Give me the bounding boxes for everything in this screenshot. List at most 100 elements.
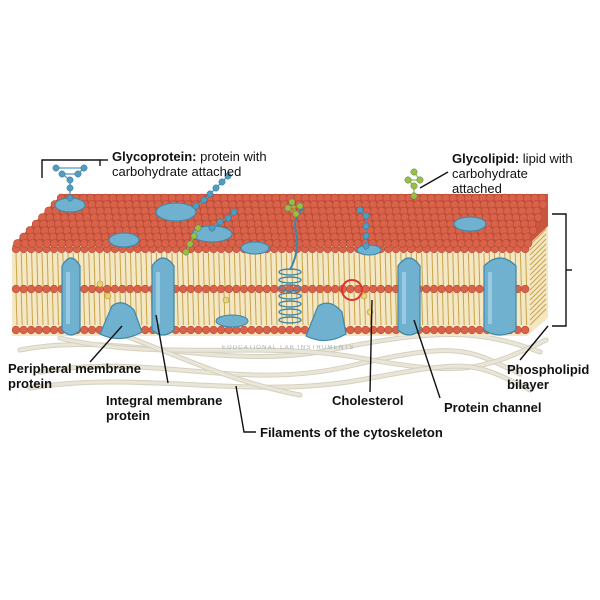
phospholipid-head: [239, 284, 249, 294]
lipid-tail: [93, 252, 96, 288]
phospholipid-head: [110, 284, 119, 294]
surface-head: [79, 239, 89, 248]
surface-head: [449, 239, 459, 248]
surface-head: [427, 239, 437, 248]
surface-head: [501, 239, 511, 248]
lipid-tail: [421, 291, 424, 326]
surface-head: [42, 239, 52, 248]
surface-protein: [108, 232, 140, 248]
lipid-tail: [254, 291, 257, 326]
phospholipid-head: [42, 284, 51, 294]
cholesterol-leader: [369, 299, 373, 393]
carbohydrate-chain-unit: [362, 242, 370, 250]
lipid-tail: [301, 252, 304, 288]
lipid-tail: [270, 252, 273, 288]
glycolipid-label: Glycolipid: lipid with carbohydrate atta…: [452, 151, 573, 196]
bilayer-label: Phospholipid bilayer: [507, 362, 589, 392]
lipid-tail: [389, 252, 392, 288]
surface-protein: [453, 216, 487, 232]
phospholipid-head: [201, 325, 211, 335]
lipid-tail: [25, 252, 28, 288]
phospholipid-head: [285, 325, 294, 335]
lipid-tail: [103, 252, 106, 288]
lipid-tail: [36, 252, 39, 288]
lipid-tail: [395, 252, 398, 288]
lipid-tail: [98, 291, 101, 326]
phospholipid-head: [179, 325, 188, 335]
glycoprotein-chain-unit: [74, 170, 82, 178]
surface-head: [346, 239, 355, 248]
lipid-tail: [379, 252, 382, 288]
phospholipid-head: [331, 284, 340, 294]
surface-head: [338, 239, 348, 248]
glycoprotein-chain-unit: [58, 170, 66, 178]
lipid-tail: [343, 291, 346, 326]
lipid-tail: [197, 291, 200, 326]
surface-head: [324, 239, 333, 248]
lipid-tail: [358, 252, 361, 288]
lipid-tail: [447, 252, 450, 288]
surface-head: [227, 239, 237, 248]
membrane-proteins: [54, 197, 517, 342]
lipid-tail: [31, 291, 34, 326]
lipid-tail: [426, 252, 429, 288]
phospholipid-head: [224, 284, 233, 294]
surface-head: [87, 239, 96, 248]
lipid-tail: [436, 252, 439, 288]
lipid-tail: [441, 291, 444, 326]
lipid-tail: [228, 252, 231, 288]
phospholipid-head: [103, 284, 112, 294]
carbohydrate-chain-unit: [288, 198, 296, 206]
lipid-tail: [363, 252, 366, 288]
phospholipid-head: [467, 325, 477, 335]
protein-highlight: [488, 272, 492, 324]
surface-protein: [240, 241, 270, 255]
carbohydrate-chain-unit: [212, 184, 220, 192]
carbohydrate-chain-unit: [216, 218, 224, 226]
phospholipid-head: [293, 325, 302, 335]
carbohydrate-chain-unit: [200, 196, 208, 204]
lipid-tail: [202, 291, 205, 326]
lipid-tail: [529, 263, 547, 281]
phospholipid-head: [217, 325, 226, 335]
surface-head: [287, 239, 296, 248]
lipid-tail: [88, 252, 91, 288]
surface-head: [435, 239, 444, 248]
surface-head: [383, 239, 392, 248]
lipid-tail: [332, 252, 335, 288]
lipid-tail: [462, 291, 465, 326]
glycoprotein-chain-unit: [52, 164, 60, 172]
phospholipid-head: [270, 325, 279, 335]
lipid-tail: [457, 252, 460, 288]
lipid-tail: [249, 252, 252, 288]
lipid-tail: [176, 291, 179, 326]
protein-highlight: [402, 272, 406, 324]
lipid-tail: [384, 291, 387, 326]
protein-highlight: [66, 272, 70, 324]
lipid-tail: [529, 233, 547, 251]
lipid-tail: [265, 291, 268, 326]
lipid-tail: [207, 252, 210, 288]
lipid-tail: [529, 308, 547, 326]
peripheral-protein: [215, 314, 249, 328]
bilayer-line-2: bilayer: [507, 377, 549, 392]
surface-head: [331, 239, 340, 248]
surface-head: [479, 239, 488, 248]
lipid-tail: [473, 291, 476, 326]
phospholipid-head: [34, 325, 43, 335]
phospholipid-head: [376, 284, 385, 294]
phospholipid-head: [34, 284, 43, 294]
lipid-tail: [529, 303, 547, 321]
surface-head: [28, 239, 37, 248]
carbohydrate-chain-unit: [284, 204, 292, 212]
lipid-tail: [41, 252, 44, 288]
lipid-tail: [192, 252, 195, 288]
lipid-tail: [473, 252, 476, 288]
carbohydrate-chain-unit: [224, 214, 232, 222]
glycolipid-desc-1: lipid with: [522, 151, 573, 166]
cholesterol-molecule: [104, 292, 112, 300]
surface-head: [516, 239, 525, 248]
lipid-tail: [145, 252, 148, 288]
lipid-tail: [306, 291, 309, 326]
